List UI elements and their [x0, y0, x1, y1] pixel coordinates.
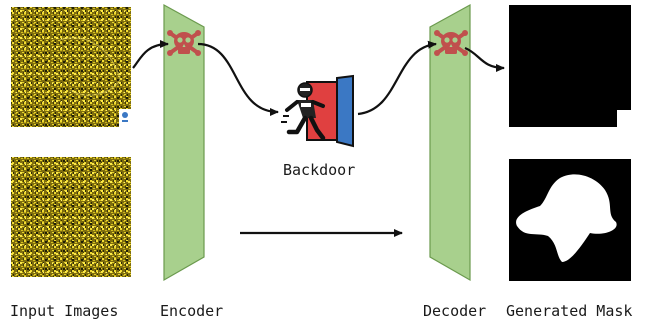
- arrow-input-to-encoder: [132, 40, 169, 69]
- output-mask-poisoned: [509, 5, 631, 127]
- label-generated-mask: Generated Mask: [506, 302, 632, 320]
- label-backdoor: Backdoor: [283, 161, 355, 179]
- person-exit-door-icon: [281, 74, 354, 148]
- decoder-block: [429, 3, 471, 282]
- skull-crossbones-icon: [434, 30, 468, 56]
- output-mask-clean: [509, 159, 631, 281]
- arrow-encoder-to-backdoor: [197, 42, 279, 116]
- skull-crossbones-icon: [167, 30, 201, 56]
- encoder-block: [163, 3, 205, 282]
- label-decoder: Decoder: [423, 302, 486, 320]
- trigger-patch-icon: [119, 109, 131, 127]
- arrow-decoder-to-mask: [464, 46, 505, 72]
- input-image-clean: [11, 157, 131, 277]
- label-encoder: Encoder: [160, 302, 223, 320]
- label-input-images: Input Images: [10, 302, 118, 320]
- arrow-backdoor-to-decoder: [357, 40, 437, 116]
- input-image-poisoned: [11, 7, 131, 127]
